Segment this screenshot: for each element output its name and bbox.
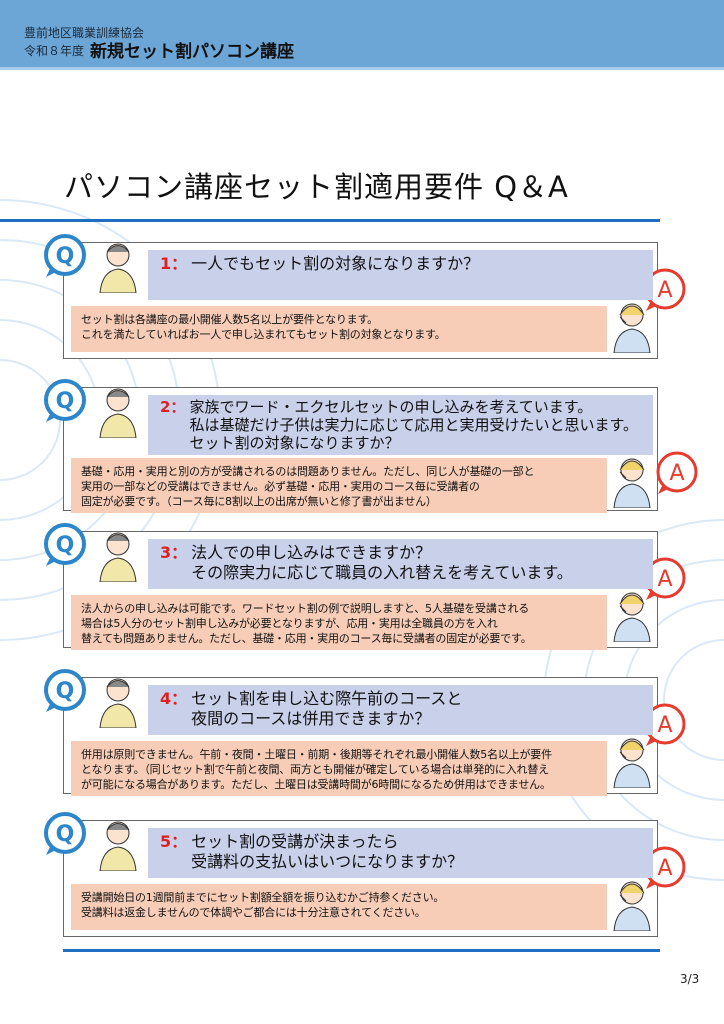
question-number: 5： bbox=[160, 832, 188, 851]
a-bubble-icon: A bbox=[656, 451, 698, 494]
question-text: 一人でもセット割の対象になりますか？ bbox=[191, 254, 480, 273]
svg-text:A: A bbox=[657, 856, 672, 881]
svg-text:Q: Q bbox=[56, 822, 75, 847]
svg-text:Q: Q bbox=[56, 679, 75, 704]
svg-text:Q: Q bbox=[56, 533, 75, 558]
year: 令和８年度 bbox=[24, 44, 85, 58]
operator-person-icon bbox=[613, 303, 651, 353]
svg-text:Q: Q bbox=[56, 244, 75, 269]
q-bubble-icon: Q bbox=[44, 812, 86, 855]
question-band: 3：法人での申し込みはできますか？ その際実力に応じて職員の入れ替えを考えていま… bbox=[148, 539, 653, 589]
operator-person-icon bbox=[613, 881, 651, 931]
qa-card: Q A 3：法人での申し込みはできますか？ その際実力に応じて職員の入れ替えを考… bbox=[44, 523, 686, 650]
questioner-person-icon bbox=[99, 243, 137, 293]
divider bbox=[63, 949, 660, 952]
course-name: 新規セット割パソコン講座 bbox=[90, 42, 294, 62]
answer-text: セット割は各講座の最小開催人数5名以上が要件となります。 これを満たしていればお… bbox=[71, 306, 607, 352]
svg-text:A: A bbox=[669, 461, 684, 486]
svg-text:A: A bbox=[657, 278, 672, 303]
question-number: 2： bbox=[160, 398, 186, 416]
question-number: 4： bbox=[160, 689, 188, 708]
svg-text:Q: Q bbox=[56, 389, 75, 414]
questioner-person-icon bbox=[99, 821, 137, 871]
qa-card: Q A 5：セット割の受講が決まったら 受講料の支払いはいつになりますか？ 受講… bbox=[44, 812, 686, 937]
question-number: 1： bbox=[160, 254, 188, 273]
svg-text:A: A bbox=[657, 567, 672, 592]
page-title: パソコン講座セット割適用要件 Q＆A bbox=[64, 170, 569, 204]
questioner-person-icon bbox=[99, 388, 137, 438]
q-bubble-icon: Q bbox=[44, 379, 86, 422]
q-bubble-icon: Q bbox=[44, 523, 86, 566]
organization: 豊前地区職業訓練協会 bbox=[24, 26, 145, 40]
page-number: 3/3 bbox=[680, 972, 700, 986]
question-text: セット割の受講が決まったら 受講料の支払いはいつになりますか？ bbox=[191, 832, 464, 871]
questioner-person-icon bbox=[99, 532, 137, 582]
qa-card: Q A 4：セット割を申し込む際午前のコースと 夜間のコースは併用できますか？ … bbox=[44, 669, 686, 796]
q-bubble-icon: Q bbox=[44, 669, 86, 712]
answer-text: 法人からの申し込みは可能です。ワードセット割の例で説明しますと、5人基礎を受講さ… bbox=[71, 595, 607, 650]
operator-person-icon bbox=[613, 738, 651, 788]
question-text: セット割を申し込む際午前のコースと 夜間のコースは併用できますか？ bbox=[191, 689, 463, 728]
question-band: 4：セット割を申し込む際午前のコースと 夜間のコースは併用できますか？ bbox=[148, 685, 653, 735]
question-number: 3： bbox=[160, 543, 188, 562]
qa-card: Q A 2：家族でワード・エクセルセットの申し込みを考えています。 私は基礎だけ… bbox=[44, 379, 698, 513]
question-band: 1：一人でもセット割の対象になりますか？ bbox=[148, 250, 653, 300]
answer-text: 受講開始日の1週間前までにセット割額全額を振り込むかご持参ください。 受講料は返… bbox=[71, 884, 607, 930]
answer-text: 基礎・応用・実用と別の方が受講されるのは問題ありません。ただし、同じ人が基礎の一… bbox=[71, 458, 607, 513]
svg-text:A: A bbox=[657, 713, 672, 738]
operator-person-icon bbox=[613, 592, 651, 642]
question-text: 法人での申し込みはできますか？ その際実力に応じて職員の入れ替えを考えています。 bbox=[191, 543, 573, 582]
question-text: 家族でワード・エクセルセットの申し込みを考えています。 私は基礎だけ子供は実力に… bbox=[189, 398, 638, 452]
q-bubble-icon: Q bbox=[44, 234, 86, 277]
question-band: 5：セット割の受講が決まったら 受講料の支払いはいつになりますか？ bbox=[148, 828, 653, 878]
operator-person-icon bbox=[613, 458, 651, 508]
question-band: 2：家族でワード・エクセルセットの申し込みを考えています。 私は基礎だけ子供は実… bbox=[148, 395, 653, 455]
questioner-person-icon bbox=[99, 678, 137, 728]
divider bbox=[0, 219, 660, 222]
answer-text: 併用は原則できません。午前・夜間・土曜日・前期・後期等それぞれ最小開催人数5名以… bbox=[71, 741, 607, 796]
qa-card: Q A 1：一人でもセット割の対象になりますか？ セット割は各講座の最小開催人数… bbox=[44, 234, 686, 359]
header-band: 豊前地区職業訓練協会 令和８年度 新規セット割パソコン講座 bbox=[0, 0, 724, 70]
